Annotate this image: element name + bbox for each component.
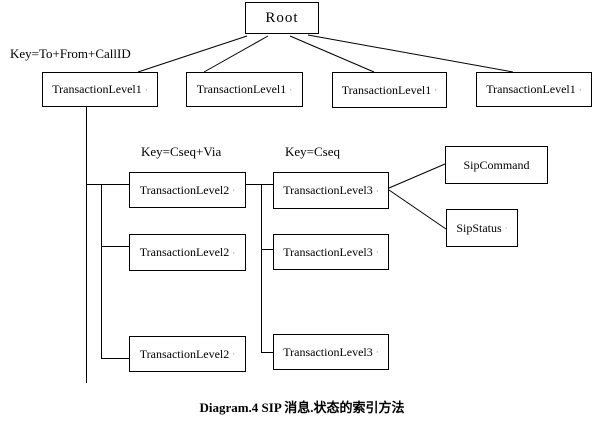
space-mark: · [232, 247, 236, 258]
space-mark: · [144, 84, 148, 95]
edge-level3-to-sipcommand [388, 163, 446, 189]
edge-root-to-level1-3 [289, 35, 375, 73]
key-label-to-from-callid: Key=To+From+CallID [10, 46, 131, 61]
node-label: TransactionLevel1 [52, 82, 142, 96]
space-mark: · [375, 347, 379, 357]
node-label: TransactionLevel2 [139, 182, 230, 197]
space-mark: · [289, 84, 293, 95]
node-transactionlevel2-2: TransactionLevel2 · [129, 234, 246, 271]
node-transactionlevel3-2: TransactionLevel3 · [273, 234, 389, 270]
node-sipcommand: SipCommand [445, 146, 548, 184]
space-mark: · [375, 185, 379, 196]
node-label: TransactionLevel2 [139, 346, 230, 361]
diagram-caption: Diagram.4 SIP 消息.状态的索引方法 [199, 400, 405, 415]
node-transactionlevel2-3: TransactionLevel2 · [129, 336, 246, 372]
node-label: TransactionLevel3 [283, 244, 373, 259]
node-label: TransactionLevel3 [283, 344, 373, 359]
node-transactionlevel1-1: TransactionLevel1 · [42, 72, 158, 107]
node-label: TransactionLevel1 [486, 82, 576, 96]
node-transactionlevel1-3: TransactionLevel1 · [332, 72, 447, 108]
node-label: SipStatus [456, 220, 502, 235]
node-transactionlevel1-4: TransactionLevel1 · [476, 72, 592, 107]
key-label-cseq-via: Key=Cseq+Via [141, 144, 222, 159]
node-label: TransactionLevel2 [139, 245, 230, 259]
space-mark: · [375, 247, 379, 257]
node-root: Root [245, 2, 319, 34]
node-transactionlevel1-2: TransactionLevel1 · [186, 72, 303, 107]
node-label: TransactionLevel3 [283, 183, 373, 197]
node-transactionlevel3-3: TransactionLevel3 · [273, 334, 389, 370]
edge-root-to-level1-1 [137, 35, 248, 73]
space-mark: · [578, 84, 582, 95]
space-mark: · [504, 223, 508, 233]
edge-root-to-level1-2 [203, 35, 269, 73]
node-transactionlevel3-1: TransactionLevel3 · [273, 172, 389, 209]
node-root-label: Root [265, 9, 299, 26]
node-transactionlevel2-1: TransactionLevel2 · [129, 172, 246, 208]
node-label: SipCommand [463, 157, 530, 172]
key-label-cseq: Key=Cseq [285, 144, 340, 159]
node-label: TransactionLevel1 [341, 82, 432, 97]
node-sipstatus: SipStatus · [446, 209, 518, 247]
edge-level3-to-sipstatus [388, 189, 447, 230]
space-mark: · [232, 185, 236, 195]
space-mark: · [232, 349, 236, 359]
node-label: TransactionLevel1 [196, 82, 287, 96]
edge-root-to-level1-4 [307, 34, 514, 73]
space-mark: · [434, 85, 438, 95]
